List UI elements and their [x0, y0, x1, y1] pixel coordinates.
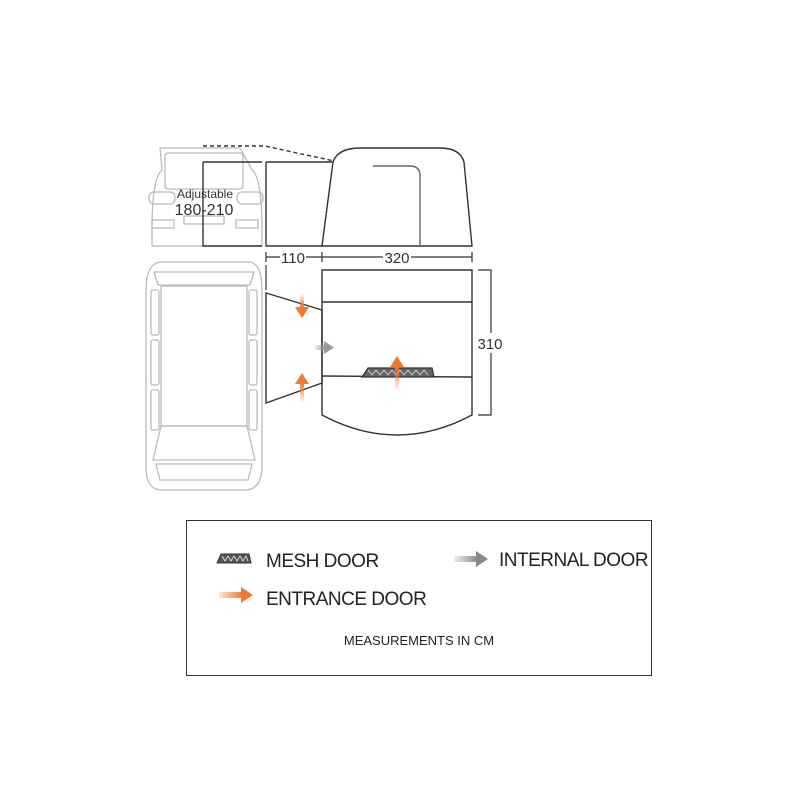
mesh-door-icon — [216, 553, 252, 564]
dim-tunnel-label: 110 — [281, 250, 305, 267]
internal-door-arrow — [315, 341, 334, 354]
tent-plan — [321, 269, 473, 436]
dim-depth-label: 310 — [477, 336, 502, 353]
measurements-note: MEASUREMENTS IN CM — [343, 633, 495, 648]
adjustable-label: Adjustable — [177, 187, 233, 201]
legend-mesh-door: MESH DOOR — [266, 551, 379, 572]
adjustable-range: 180-210 — [175, 202, 234, 219]
tunnel-plan — [265, 292, 323, 404]
dimension-width — [265, 252, 473, 290]
awning-front-view — [202, 145, 473, 247]
internal-door-icon — [454, 551, 488, 567]
legend-entrance-door: ENTRANCE DOOR — [266, 589, 427, 610]
legend-internal-door: INTERNAL DOOR — [499, 550, 649, 571]
entrance-arrow-main — [390, 356, 404, 389]
entrance-door-icon — [219, 587, 253, 603]
awning-plan-view — [265, 269, 473, 436]
entrance-arrow-bottom — [295, 373, 309, 401]
legend-box: MESH DOOR INTERNAL DOOR ENTRANCE DOOR ME… — [186, 520, 652, 676]
dim-length-label: 320 — [384, 250, 409, 267]
entrance-arrow-top — [295, 295, 309, 318]
vehicle-top-view — [145, 261, 263, 491]
